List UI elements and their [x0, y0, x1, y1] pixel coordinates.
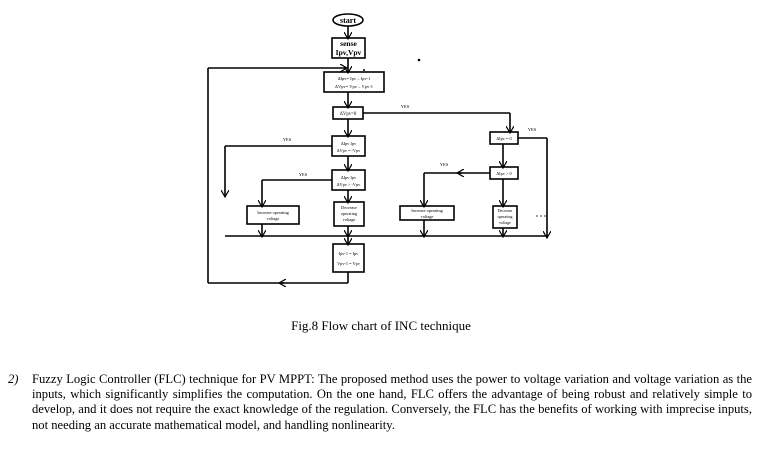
decrease-mid-label: operating [341, 211, 358, 216]
increase-right-label: voltage [421, 214, 434, 219]
decrease-voltage-mid-box [333, 201, 365, 227]
list-item: 2) Fuzzy Logic Controller (FLC) techniqu… [8, 372, 752, 433]
increase-right-label: Increase operating [411, 208, 443, 213]
decrease-mid-label: Decrease [341, 205, 357, 210]
delta-box [323, 71, 385, 93]
cond2-label: ΔVpv > -Vpv [337, 182, 361, 187]
increase-left-label: voltage [267, 216, 280, 221]
decrease-mid-label: voltage [343, 217, 356, 222]
dv-zero-label: ΔVpv=0 [340, 112, 357, 117]
di-pos-label: ΔIpv > 0 [496, 171, 511, 176]
inc-flowchart: start sense Ipv,Vpv ΔIpv= Ipv – Ipv-1 ΔV… [207, 13, 762, 312]
cond2-box [331, 169, 366, 191]
update-box [332, 243, 365, 273]
di-zero-label: ΔIpv = 0 [496, 136, 511, 141]
decrease-right-label: Decrease [498, 208, 513, 213]
start-label: start [340, 16, 356, 25]
figure-caption: Fig.8 Flow chart of INC technique [291, 318, 471, 333]
item-number: 2) [8, 372, 19, 386]
increase-voltage-left-box [246, 205, 300, 225]
increase-voltage-right-box [399, 205, 455, 221]
cond2-label: ΔIpv Ipv [341, 175, 357, 180]
decrease-right-label: voltage [499, 220, 511, 225]
yes-label: YES [283, 137, 292, 142]
sense-label: sense [340, 39, 357, 48]
cond1-box [331, 135, 366, 157]
delta-label: ΔIpv= Ipv – Ipv-1 [338, 76, 371, 81]
stray-dot [363, 69, 365, 71]
stray-dot [417, 58, 421, 62]
delta-label: ΔVpv= Vpv – Vpv-1 [335, 84, 373, 89]
update-label: Vpv-1 = Vpv [337, 261, 361, 266]
flowchart-shapes [207, 13, 548, 283]
decrease-right-label: operating [497, 214, 512, 219]
item-text: Fuzzy Logic Controller (FLC) technique f… [32, 372, 752, 432]
update-label: Ipv-1 = Ipv [339, 251, 359, 256]
yes-label: YES [401, 104, 410, 109]
yes-label: YES [299, 172, 308, 177]
increase-left-label: Increase operating [257, 210, 289, 215]
cond1-label: ΔVpv = -Vpv [337, 148, 361, 153]
yes-label: YES [440, 162, 449, 167]
yes-label: YES [528, 127, 537, 132]
sense-label: Ipv,Vpv [336, 48, 362, 57]
cond1-label: ΔIpv Ipv [341, 141, 357, 146]
decrease-voltage-right-box [492, 205, 518, 229]
